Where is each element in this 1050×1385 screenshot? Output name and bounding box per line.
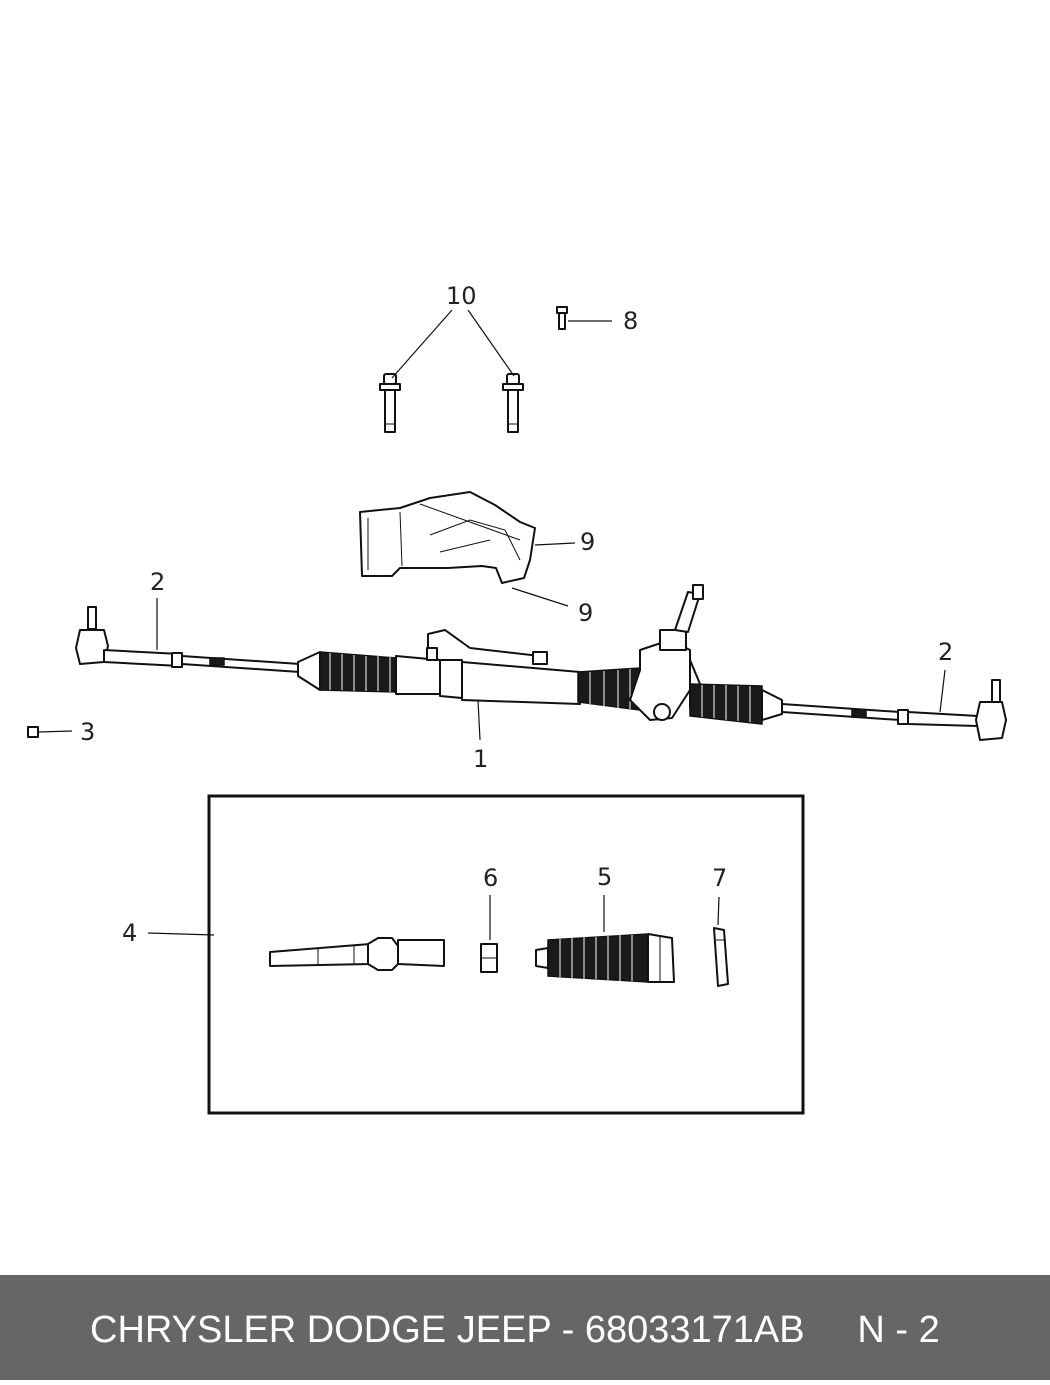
bolt-part-11-left <box>379 373 401 433</box>
callout-11: 10 <box>446 282 477 310</box>
leader-7 <box>717 896 720 926</box>
leader-4 <box>147 932 215 936</box>
callout-5: 5 <box>597 863 612 891</box>
callout-6: 6 <box>483 864 498 892</box>
heat-shield-part-10 <box>359 491 536 584</box>
leader-9 <box>511 587 569 607</box>
leader-3 <box>37 730 73 733</box>
callout-2-right: 2 <box>938 638 953 666</box>
leader-1 <box>477 699 481 741</box>
footer-title: CHRYSLER DODGE JEEP - 68033171AB N - 2 <box>90 1309 940 1351</box>
clamp-ring-part-7 <box>713 927 729 987</box>
leader-2-right <box>939 669 946 713</box>
inner-tie-rod <box>269 937 445 971</box>
tie-rod-end-part-2-left <box>75 606 301 673</box>
nut-part-3 <box>27 726 39 738</box>
boot-part-5 <box>535 933 675 983</box>
steering-gear-part-1 <box>297 584 783 725</box>
parts-diagram: 10 8 9 9 2 3 <box>27 282 1007 1115</box>
tie-rod-end-part-2-right <box>781 679 1007 741</box>
leader-10 <box>534 542 576 546</box>
leader-11 <box>391 309 515 379</box>
footer-bar: CHRYSLER DODGE JEEP - 68033171AB N - 2 <box>0 1275 1050 1380</box>
callout-4: 4 <box>122 919 137 947</box>
callout-1: 1 <box>473 745 488 773</box>
callout-10: 9 <box>580 528 595 556</box>
kit-box-part-4 <box>207 794 805 1115</box>
callout-7: 7 <box>712 864 727 892</box>
callout-9: 9 <box>578 599 593 627</box>
bolt-part-11-right <box>502 373 524 433</box>
bolt-part-8 <box>556 306 568 330</box>
callout-3: 3 <box>80 718 95 746</box>
clamp-part-6 <box>480 943 498 973</box>
callout-8: 8 <box>623 307 638 335</box>
callout-2-left: 2 <box>150 568 165 596</box>
